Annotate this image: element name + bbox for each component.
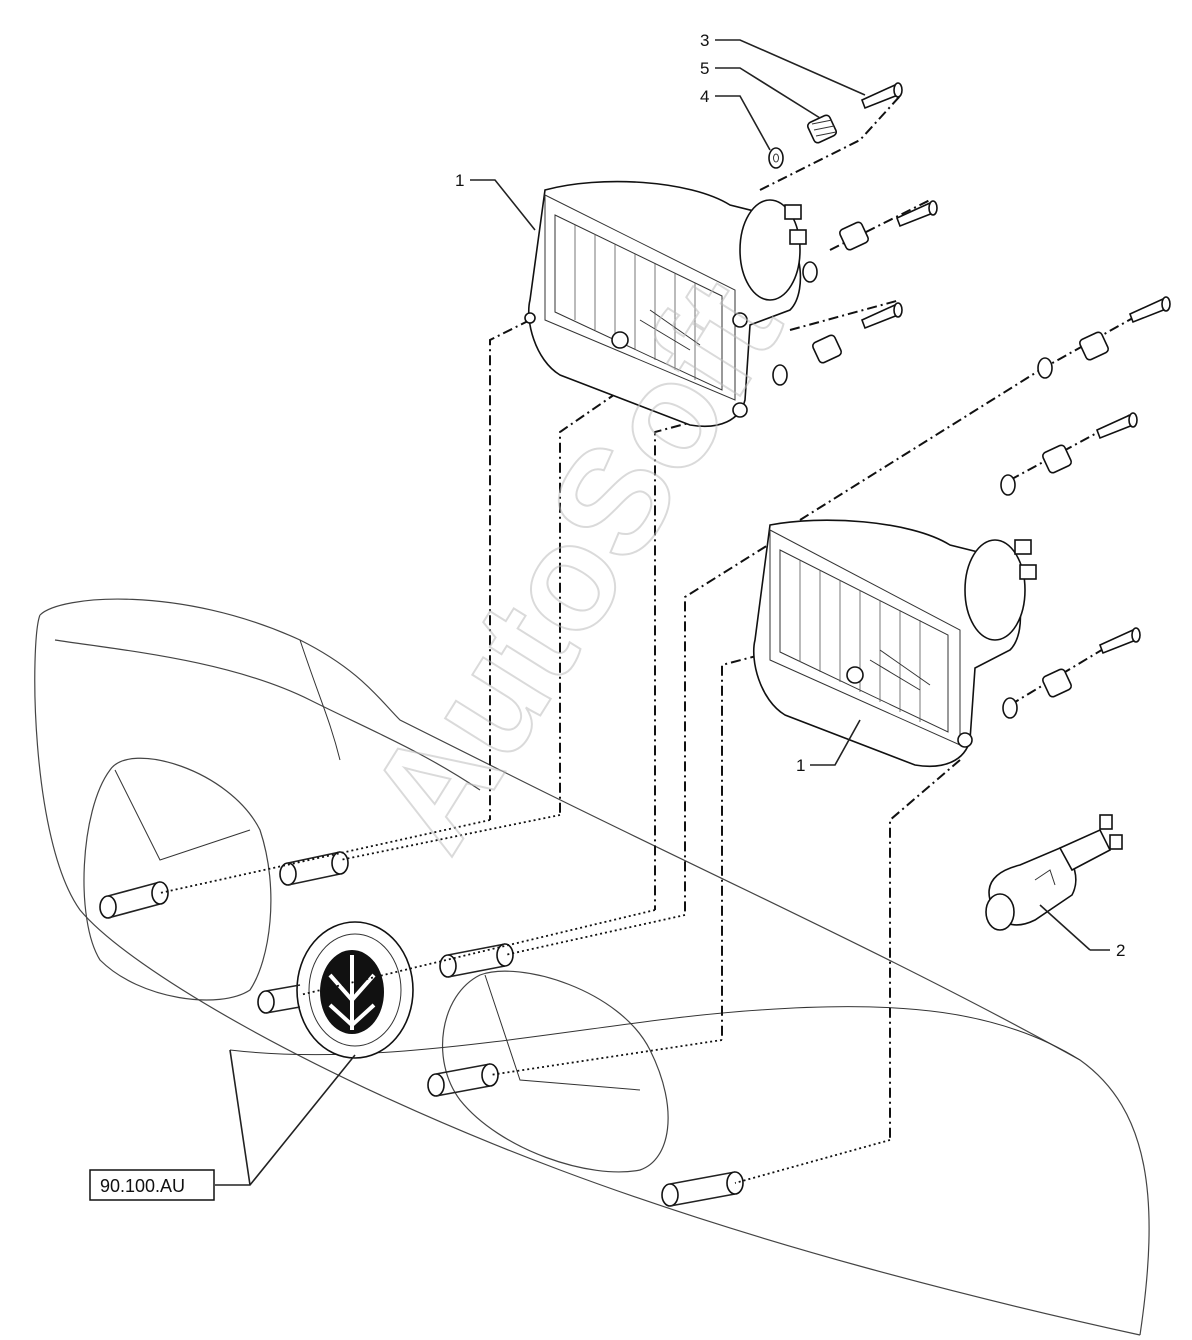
callout-1-lower: 1 <box>796 756 805 775</box>
callout-5: 5 <box>700 59 709 78</box>
mounting-pegs <box>99 851 744 1207</box>
spring-icon <box>806 114 838 144</box>
alignment-lines <box>159 95 1166 1184</box>
fasteners <box>768 82 1171 719</box>
emblem-badge <box>296 921 414 1059</box>
bulb-icon <box>985 814 1123 931</box>
callout-2: 2 <box>1116 941 1125 960</box>
leader-lines <box>215 39 1110 1186</box>
callout-3: 3 <box>700 31 709 50</box>
screw-icon <box>860 82 903 110</box>
headlamp-upper <box>524 180 807 427</box>
reference-box[interactable]: 90.100.AU <box>89 1169 215 1201</box>
washer-icon <box>768 147 784 169</box>
callout-1-upper: 1 <box>455 171 464 190</box>
reference-box-label: 90.100.AU <box>100 1176 185 1196</box>
callout-4: 4 <box>700 87 709 106</box>
headlamp-lower <box>753 519 1037 767</box>
front-grille-panel <box>34 598 1150 1336</box>
